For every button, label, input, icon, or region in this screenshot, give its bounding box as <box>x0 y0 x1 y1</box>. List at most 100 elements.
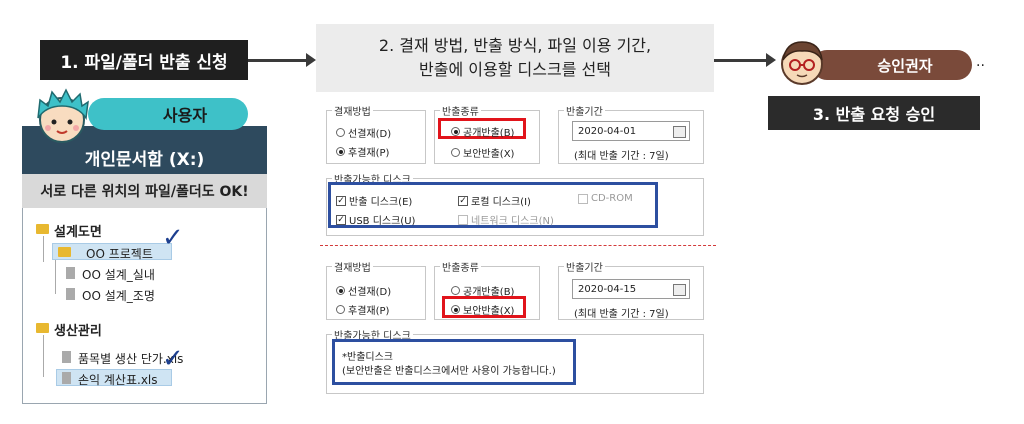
form1-pay-post-label: 후결재(P) <box>348 148 390 159</box>
form1-type-secure-label: 보안반출(X) <box>463 149 515 160</box>
form1-disk-usb-checkbox[interactable]: ✓USB 디스크(U) <box>336 212 415 227</box>
form2-payment-legend: 결재방법 <box>332 259 373 274</box>
form1-disk-usb-label: USB 디스크(U) <box>349 216 416 227</box>
form2-disk-highlight <box>332 339 576 385</box>
tree-selected-project[interactable] <box>52 243 172 260</box>
tree-folder-project: OO 프로젝트 <box>86 247 153 261</box>
form2-pay-pre-label: 선결재(D) <box>348 287 392 298</box>
explorer-title: 개인문서함 (X:) <box>84 149 205 170</box>
tree-file-lighting[interactable]: OO 설계_조명 <box>82 289 155 303</box>
tree-connector <box>55 260 56 294</box>
tree-file-interior[interactable]: OO 설계_실내 <box>82 268 155 282</box>
form1-date-picker[interactable]: 2020-04-01 <box>572 121 690 141</box>
form2-pay-pre-radio[interactable]: 선결재(D) <box>336 283 391 298</box>
form1-date-value: 2020-04-01 <box>578 125 637 137</box>
checkbox-checked-icon: ✓ <box>458 195 468 206</box>
form2-disk-line1: *반출디스크 <box>342 352 393 363</box>
tree-file-pnl: 손익 계산표.xls <box>78 373 158 387</box>
file-icon <box>66 267 75 279</box>
file-icon <box>62 351 71 363</box>
form1-pay-pre-label: 선결재(D) <box>348 129 392 140</box>
tree-connector <box>43 335 44 377</box>
form1-disk-local-checkbox[interactable]: ✓로컬 디스크(I) <box>458 193 531 208</box>
tree-file-unit-cost[interactable]: 품목별 생산 단가.xls <box>78 352 184 366</box>
form2-type-public-radio[interactable]: 공개반출(B) <box>451 283 514 298</box>
form2-pay-post-label: 후결재(P) <box>348 306 390 317</box>
folder-icon <box>58 247 71 257</box>
radio-on-icon <box>336 286 345 295</box>
radio-on-icon <box>451 305 460 314</box>
form1-payment-legend: 결재방법 <box>332 103 373 118</box>
radio-off-icon <box>451 148 460 157</box>
file-icon <box>62 372 71 384</box>
step1-box: 1. 파일/폴더 반출 신청 <box>40 40 248 80</box>
form2-type-public-label: 공개반출(B) <box>463 287 515 298</box>
checkbox-disabled-icon <box>458 214 468 225</box>
form2-type-secure-radio[interactable]: 보안반출(X) <box>451 302 514 317</box>
form1-disk-network-label: 네트워크 디스크(N) <box>471 216 554 227</box>
approver-dots: ·· <box>976 58 985 74</box>
arrow-head-2 <box>766 53 776 67</box>
step2-line1: 2. 결재 방법, 반출 방식, 파일 이용 기간, <box>378 36 652 55</box>
calendar-icon[interactable] <box>673 126 686 138</box>
form1-disk-cdrom-label: CD-ROM <box>591 193 633 204</box>
explorer-subheader: 서로 다른 위치의 파일/폴더도 OK! <box>22 174 267 208</box>
step2-line2: 반출에 이용할 디스크를 선택 <box>419 60 611 79</box>
form2-date-picker[interactable]: 2020-04-15 <box>572 279 690 299</box>
form-separator <box>320 245 716 246</box>
user-avatar-icon <box>37 88 89 143</box>
tree-folder-production[interactable]: 생산관리 <box>54 324 102 339</box>
checkmark-icon: ✓ <box>162 223 184 253</box>
form2-period-legend: 반출기간 <box>564 259 605 274</box>
user-badge: 사용자 <box>88 98 248 130</box>
step3-box: 3. 반출 요청 승인 <box>768 96 980 130</box>
form1-disk-export-label: 반출 디스크(E) <box>349 197 413 208</box>
form1-max-period: (최대 반출 기간 : 7일) <box>574 151 669 162</box>
file-icon <box>66 288 75 300</box>
folder-icon <box>36 224 49 234</box>
folder-icon <box>36 323 49 333</box>
form2-pay-post-radio[interactable]: 후결재(P) <box>336 302 389 317</box>
explorer-subtitle: 서로 다른 위치의 파일/폴더도 OK! <box>40 184 249 200</box>
approver-label: 승인권자 <box>877 56 933 75</box>
step1-label: 1. 파일/폴더 반출 신청 <box>60 52 228 73</box>
form1-pay-post-radio[interactable]: 후결재(P) <box>336 144 389 159</box>
radio-on-icon <box>336 147 345 156</box>
checkbox-checked-icon: ✓ <box>336 214 346 225</box>
calendar-icon[interactable] <box>673 284 686 296</box>
form1-disk-highlight <box>328 182 658 228</box>
arrow-step1-to-step2 <box>248 59 306 62</box>
radio-on-icon <box>451 127 460 136</box>
form2-type-secure-label: 보안반출(X) <box>463 306 515 317</box>
form1-pay-pre-radio[interactable]: 선결재(D) <box>336 125 391 140</box>
form2-max-period: (최대 반출 기간 : 7일) <box>574 309 669 320</box>
form1-type-secure-radio[interactable]: 보안반출(X) <box>451 145 514 160</box>
form1-type-highlight <box>438 118 526 139</box>
form1-disk-local-label: 로컬 디스크(I) <box>471 197 531 208</box>
arrow-head-1 <box>306 53 316 67</box>
radio-off-icon <box>336 128 345 137</box>
form1-disk-export-checkbox[interactable]: ✓반출 디스크(E) <box>336 193 412 208</box>
form1-type-legend: 반출종류 <box>440 103 481 118</box>
step3-label: 3. 반출 요청 승인 <box>812 105 936 124</box>
approver-avatar-icon <box>781 41 823 85</box>
form1-disk-network-checkbox[interactable]: 네트워크 디스크(N) <box>458 212 554 227</box>
radio-off-icon <box>336 305 345 314</box>
checkmark-icon: ✓ <box>162 344 184 374</box>
form1-disk-cdrom-checkbox[interactable]: CD-ROM <box>578 193 633 204</box>
user-label: 사용자 <box>162 106 208 125</box>
tree-connector <box>43 236 44 262</box>
form2-type-legend: 반출종류 <box>440 259 481 274</box>
form2-disk-legend: 반출가능한 디스크 <box>332 327 413 342</box>
form1-type-public-label: 공개반출(B) <box>463 128 515 139</box>
form2-disk-line2: (보안반출은 반출디스크에서만 사용이 가능합니다.) <box>342 366 556 377</box>
approver-badge: 승인권자 <box>812 50 972 80</box>
tree-folder-design[interactable]: 설계도면 <box>54 225 102 240</box>
checkbox-checked-icon: ✓ <box>336 195 346 206</box>
form2-type-highlight <box>442 296 526 318</box>
radio-off-icon <box>451 286 460 295</box>
tree-selected-pnl[interactable] <box>56 369 172 386</box>
arrow-step2-to-approver <box>714 59 768 62</box>
form1-type-public-radio[interactable]: 공개반출(B) <box>451 124 514 139</box>
step2-box: 2. 결재 방법, 반출 방식, 파일 이용 기간, 반출에 이용할 디스크를 … <box>316 24 714 92</box>
